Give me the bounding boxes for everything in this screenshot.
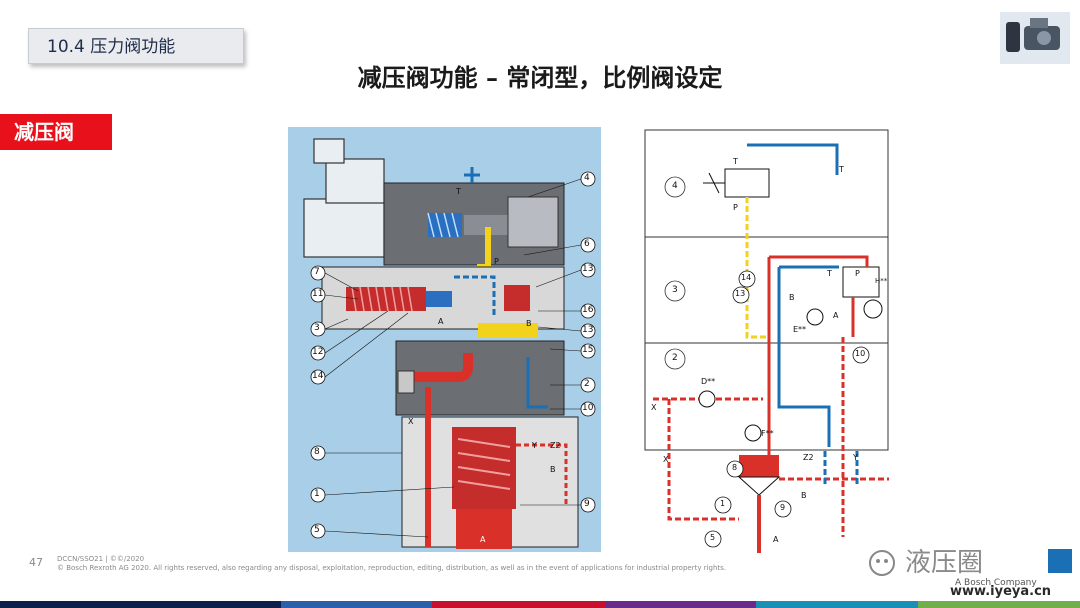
callout-1: 1 (314, 489, 320, 499)
letter-H: H** (875, 277, 888, 285)
callout-9: 9 (584, 499, 590, 509)
panel-2: 2 (672, 353, 678, 363)
letter-E: E** (793, 325, 807, 334)
side-label: 减压阀 (0, 114, 112, 150)
watermark-brand: A Bosch Company (955, 578, 1037, 588)
callout-6: 6 (584, 239, 590, 249)
tag-13: 13 (735, 289, 746, 298)
slide-title: 减压阀功能 – 常闭型，比例阀设定 (357, 63, 723, 92)
watermark-logo (869, 549, 1072, 576)
letter-X2: X (663, 455, 669, 464)
callout-14: 14 (312, 371, 324, 381)
callout-13b: 13 (582, 325, 594, 335)
callout-12: 12 (312, 347, 324, 357)
tag-5: 5 (710, 533, 716, 542)
letter-P2: P (855, 269, 860, 278)
footer-copyright: DCCN/SSO21 | ©©/2020 © Bosch Rexroth AG … (57, 555, 726, 573)
callout-7: 7 (314, 267, 320, 277)
letter-T2: T (839, 165, 844, 174)
connector-plug (325, 158, 385, 204)
callout-16: 16 (582, 305, 594, 315)
callout-5: 5 (314, 525, 320, 535)
port-Y: Y (532, 441, 537, 450)
watermark-text: 液压圈 (905, 548, 984, 578)
letter-X1: X (651, 403, 657, 412)
letter-Y: Y (853, 453, 858, 462)
tag-9: 9 (780, 503, 786, 512)
page-number: 47 (29, 556, 43, 569)
panel-3: 3 (672, 285, 678, 295)
footer-color-bar (0, 601, 1080, 608)
port-A-base: A (480, 535, 486, 544)
callout-8: 8 (314, 447, 320, 457)
letter-Z2: Z2 (803, 453, 814, 462)
letter-T3: T (827, 269, 832, 278)
port-B-base: B (550, 465, 556, 474)
tag-14: 14 (741, 273, 752, 282)
port-X: X (408, 417, 414, 426)
letter-T1: T (733, 157, 738, 166)
callout-2: 2 (584, 379, 590, 389)
panel-4: 4 (672, 181, 678, 191)
section-tab: 10.4 压力阀功能 (28, 28, 244, 64)
letter-B2: B (801, 491, 807, 500)
callout-4: 4 (584, 173, 590, 183)
product-photo-icon (1000, 12, 1070, 64)
port-B: B (526, 319, 532, 328)
footer-line-2: © Bosch Rexroth AG 2020. All rights rese… (57, 564, 727, 572)
tag-1: 1 (720, 499, 726, 508)
footer-line-1: DCCN/SSO21 | ©©/2020 (57, 555, 145, 563)
tag-10: 10 (855, 349, 866, 358)
callout-3: 3 (314, 323, 320, 333)
wechat-icon (869, 550, 895, 576)
letter-F: F** (761, 429, 774, 438)
watermark-site: www.iyeya.cn (950, 584, 1052, 599)
hydraulic-schematic-diagram (643, 127, 890, 555)
valve-cross-section-diagram (288, 127, 601, 552)
letter-D: D** (701, 377, 716, 386)
callout-15: 15 (582, 345, 594, 355)
letter-B1: B (789, 293, 795, 302)
port-P: P (494, 257, 499, 266)
callout-11: 11 (312, 289, 324, 299)
callout-13: 13 (582, 264, 594, 274)
letter-P1: P (733, 203, 738, 212)
callout-10: 10 (582, 403, 594, 413)
letter-A2: A (773, 535, 779, 544)
port-T: T (456, 187, 461, 196)
port-A: A (438, 317, 444, 326)
tag-8: 8 (732, 463, 738, 472)
letter-A1: A (833, 311, 839, 320)
port-Z2: Z2 (550, 441, 561, 450)
